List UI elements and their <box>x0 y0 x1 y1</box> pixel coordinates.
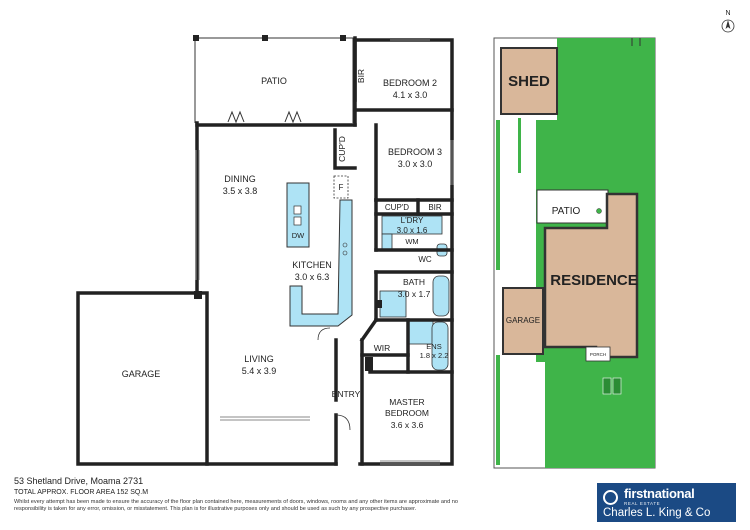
bir-right-label: BIR <box>428 203 442 212</box>
site-labels: SHED PATIO RESIDENCE GARAGE PORCH N <box>506 10 731 357</box>
dining-size: 3.5 x 3.8 <box>223 186 258 196</box>
patio-post <box>596 208 602 214</box>
kitchen-size: 3.0 x 6.3 <box>295 272 330 282</box>
disclaimer-text: Whilst every attempt has been made to en… <box>14 499 459 512</box>
laundry-bench <box>381 233 393 251</box>
property-address: 53 Shetland Drive, Moama 2731 <box>14 476 144 486</box>
bir-top-label: BIR <box>356 69 366 83</box>
patio-outline <box>194 37 354 123</box>
site-garage-building <box>502 287 544 355</box>
laundry-size: 3.0 x 1.6 <box>397 226 428 235</box>
living-size: 5.4 x 3.9 <box>242 366 277 376</box>
kitchen-label: KITCHEN <box>292 260 332 270</box>
property-address-block: 53 Shetland Drive, Moama 2731 TOTAL APPR… <box>14 476 148 498</box>
bedroom2-label: BEDROOM 2 <box>383 78 437 88</box>
dishwasher-label: DW <box>292 231 305 240</box>
master-bedroom-label-1: MASTER <box>389 397 424 407</box>
door-swing-living <box>317 327 331 341</box>
kitchen-island <box>286 182 310 248</box>
ensuite-vanity <box>431 321 449 371</box>
bath-vanity <box>432 275 450 317</box>
shed-building <box>500 47 558 115</box>
site-plan <box>493 19 735 469</box>
ensuite-shower <box>408 319 434 345</box>
living-label: LIVING <box>244 354 274 364</box>
site-garage-label: GARAGE <box>506 316 540 325</box>
garden-beds <box>602 377 622 395</box>
bifold-door-right <box>284 110 302 124</box>
wall-corners <box>193 35 382 371</box>
bath-label: BATH <box>403 277 425 287</box>
porch <box>585 346 611 362</box>
agent-name: Charles L. King & Co <box>603 507 711 519</box>
fridge-space <box>333 175 349 199</box>
wc-label: WC <box>418 255 432 264</box>
laundry-label: L'DRY <box>401 216 424 225</box>
dining-label: DINING <box>224 174 256 184</box>
bifold-door-left <box>227 110 245 124</box>
bedroom2-size: 4.1 x 3.0 <box>393 90 428 100</box>
master-bedroom-size: 3.6 x 3.6 <box>391 420 424 430</box>
brand-mark-icon <box>603 490 618 505</box>
garage-label: GARAGE <box>122 369 161 379</box>
laundry-tub <box>381 215 443 235</box>
site-patio-label: PATIO <box>552 206 581 217</box>
residence-label: RESIDENCE <box>550 272 638 289</box>
porch-label: PORCH <box>590 352 606 357</box>
bath-tub <box>379 290 407 318</box>
washing-machine-label: WM <box>405 237 418 246</box>
cupd-left-label: CUP'D <box>337 136 347 162</box>
compass-north-label: N <box>725 10 730 17</box>
side-hedges <box>496 118 521 465</box>
house-floor-plan <box>76 35 454 466</box>
agency-logo: firstnational REAL ESTATE Charles L. Kin… <box>597 483 736 522</box>
bedroom3-size: 3.0 x 3.0 <box>398 159 433 169</box>
shed-label: SHED <box>508 73 550 90</box>
brand-name: firstnational <box>624 486 695 501</box>
ensuite-label: ENS <box>426 342 441 351</box>
fridge-label: F <box>339 183 344 192</box>
bath-size: 3.0 x 1.7 <box>398 289 431 299</box>
wir-label: WIR <box>374 343 391 353</box>
ensuite-size: 1.8 x 2.2 <box>420 351 449 360</box>
room-labels: PATIO BIR BEDROOM 2 4.1 x 3.0 CUP'D BEDR… <box>122 69 449 430</box>
bedroom3-label: BEDROOM 3 <box>388 147 442 157</box>
site-gate <box>631 38 641 46</box>
cupd-right-label: CUP'D <box>385 203 409 212</box>
kitchen-bench <box>289 199 353 327</box>
master-bedroom-label-2: BEDROOM <box>385 408 429 418</box>
door-swing-entry <box>335 414 351 431</box>
patio-label: PATIO <box>261 76 287 86</box>
entry-label: ENTRY <box>332 389 361 399</box>
compass-icon <box>721 19 735 33</box>
floor-area: TOTAL APPROX. FLOOR AREA 152 SQ.M <box>14 489 149 496</box>
brand-subtitle: REAL ESTATE <box>624 501 661 506</box>
windows <box>195 39 454 465</box>
